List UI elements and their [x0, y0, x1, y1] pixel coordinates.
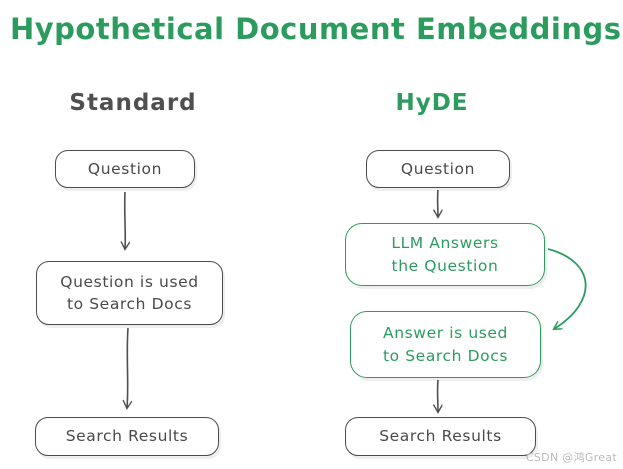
node-llm-answers: LLM Answers the Question: [345, 223, 545, 286]
column-heading-hyde: HyDE: [395, 90, 469, 116]
node-question-hyde: Question: [366, 150, 510, 188]
arrow-curved-llm-to-answer-icon: [547, 248, 587, 329]
node-search-results-hyde: Search Results: [345, 417, 536, 456]
arrow-down-standard-2-icon: [127, 327, 128, 408]
column-heading-standard: Standard: [69, 90, 197, 116]
node-answer-search-docs: Answer is used to Search Docs: [350, 311, 541, 378]
node-search-results-standard: Search Results: [35, 417, 219, 456]
arrow-down-standard-1-icon: [125, 191, 126, 249]
node-question-standard: Question: [55, 150, 195, 188]
watermark: CSDN @鸿Great: [525, 451, 617, 464]
node-question-search-docs: Question is used to Search Docs: [36, 261, 223, 325]
page-title: Hypothetical Document Embeddings: [10, 12, 622, 46]
